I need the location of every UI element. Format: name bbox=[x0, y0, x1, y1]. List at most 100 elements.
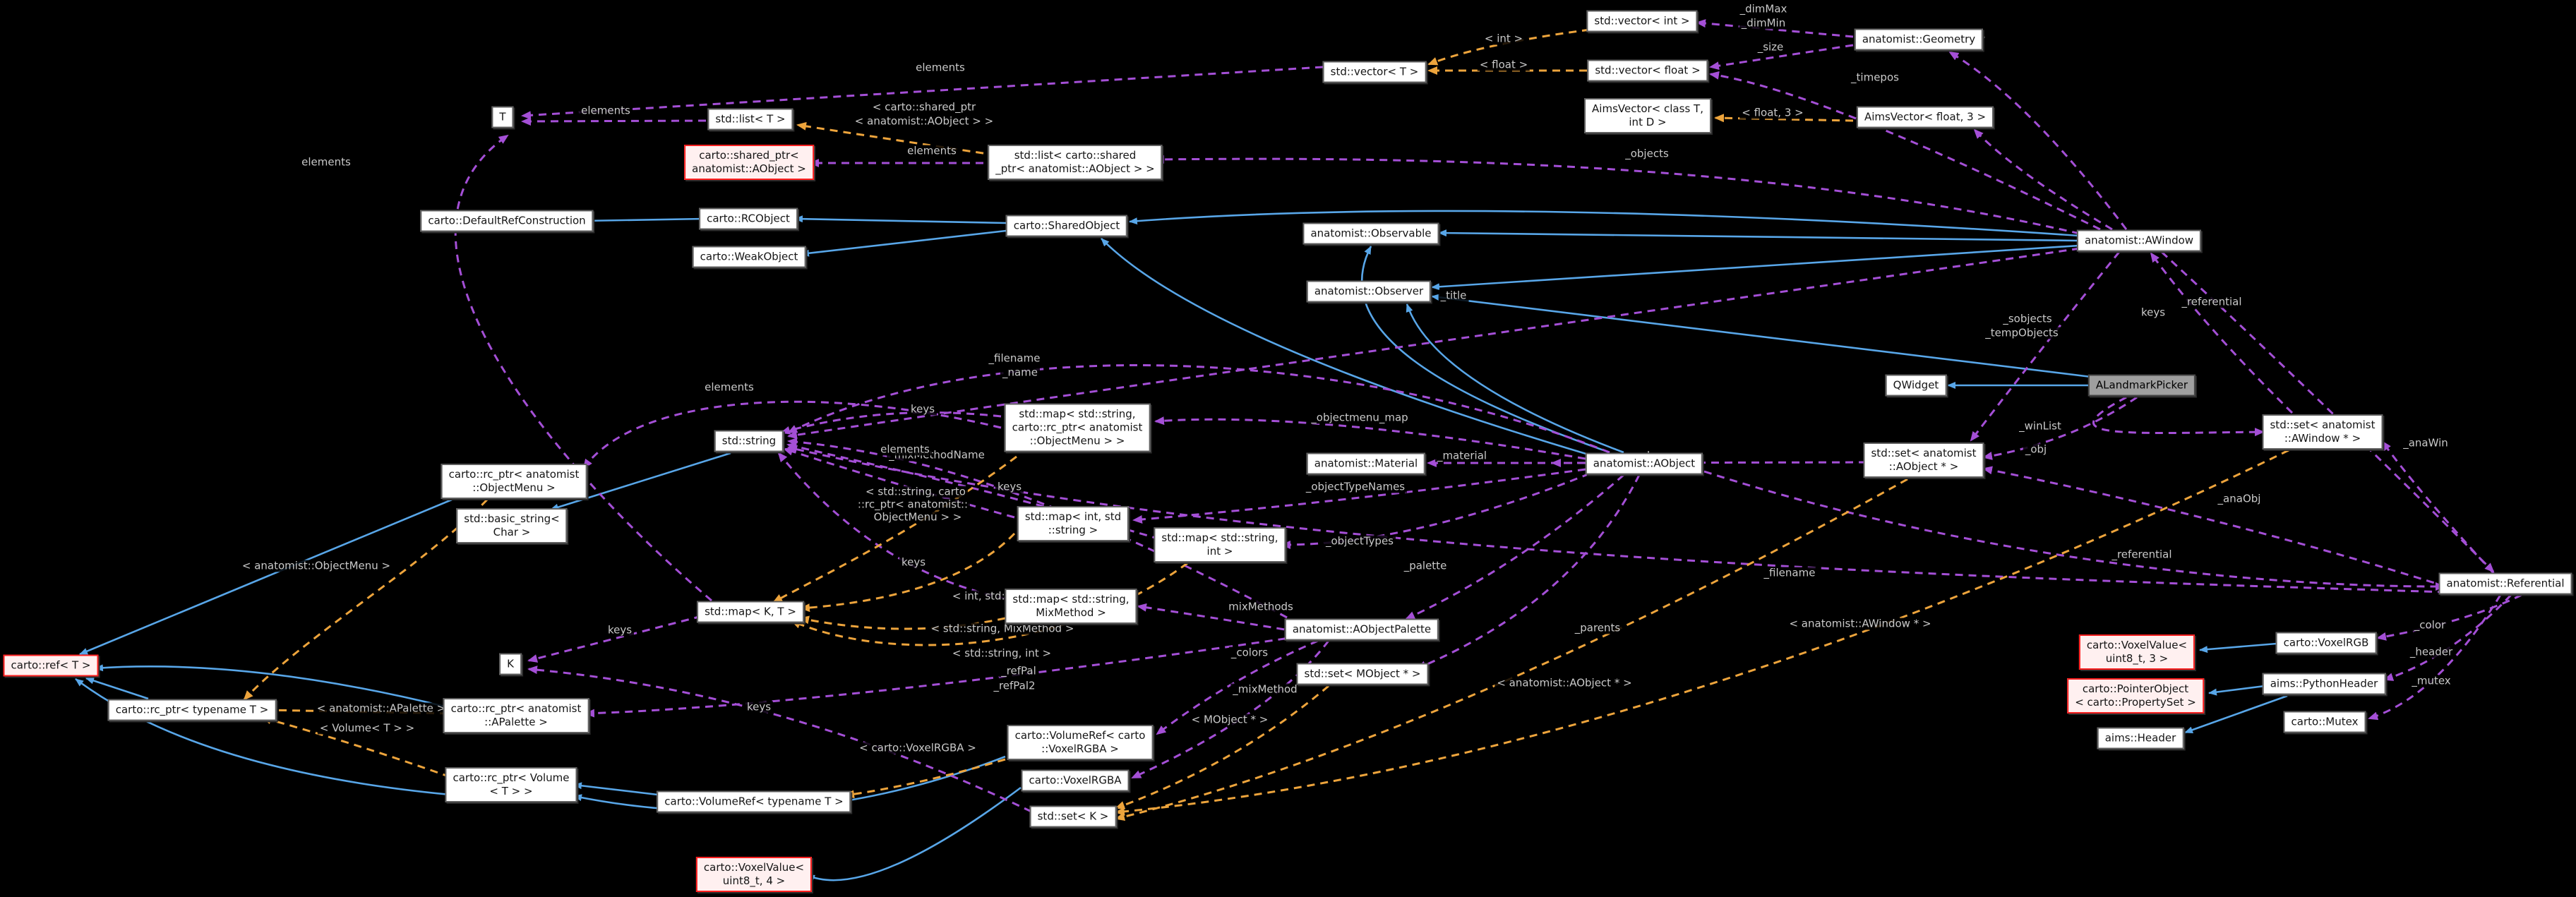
edge-label-awindow-vectorfloat-0: _timepos bbox=[1849, 71, 1901, 84]
edge-label-vectorint-vectort-0: < int > bbox=[1482, 32, 1526, 45]
node-t[interactable]: T bbox=[491, 106, 514, 128]
edge-mapis-string bbox=[783, 447, 1015, 519]
node-rc-ptr-volume-t[interactable]: carto::rc_ptr< Volume< T > > bbox=[445, 767, 577, 802]
node-std-string[interactable]: std::string bbox=[714, 430, 784, 452]
edge-awindow-vectorfloat bbox=[1709, 71, 2101, 231]
edge-label-aobject-palette-0: _palette bbox=[1401, 560, 1449, 572]
node-material[interactable]: anatomist::Material bbox=[1306, 452, 1426, 475]
edge-label-aimsfloat3-aimsclass-0: < float, 3 > bbox=[1739, 107, 1806, 119]
edge-label-aobject-mapso-0: _objectmenu_map bbox=[1309, 411, 1410, 424]
edge-label-awindow-listshared-0: _objects bbox=[1623, 148, 1671, 160]
edge-sharedobject-rcobject bbox=[794, 215, 1007, 224]
node-volumeref-typename-t[interactable]: carto::VolumeRef< typename T > bbox=[657, 790, 851, 813]
node-map-k-t[interactable]: std::map< K, T > bbox=[697, 601, 804, 623]
node-ref-t[interactable]: carto::ref< T > bbox=[3, 654, 99, 677]
node-alandmarkpicker[interactable]: ALandmarkPicker bbox=[2087, 374, 2196, 397]
node-pointerobject-propertyset[interactable]: carto::PointerObject< carto::PropertySet… bbox=[2067, 678, 2204, 714]
node-map-int-string-line-1: ::string > bbox=[1048, 524, 1098, 536]
edge-alandmark-observer bbox=[1431, 294, 2092, 378]
node-weakobject[interactable]: carto::WeakObject bbox=[692, 246, 806, 268]
edge-label-aobject-material-0: _material bbox=[1434, 450, 1490, 462]
node-volumeref-voxelrgba[interactable]: carto::VolumeRef< carto::VoxelRGBA > bbox=[1007, 725, 1154, 760]
node-map-string-int[interactable]: std::map< std::string,int > bbox=[1154, 527, 1286, 562]
edges-group bbox=[75, 19, 2522, 881]
edge-label-setawindow-setk-0: < anatomist::AWindow * > bbox=[1787, 618, 1934, 630]
edge-string-basicstring bbox=[550, 452, 731, 511]
edge-rcptrom-reft bbox=[79, 498, 453, 656]
node-set-awindow-line-1: ::AWindow * > bbox=[2284, 432, 2361, 445]
node-aimsvector-class-t-line-0: AimsVector< class T, bbox=[1592, 102, 1703, 115]
edge-label-geometry-vectorint-1: _dimMin bbox=[1739, 17, 1788, 30]
edge-mapsi-mapkt bbox=[791, 562, 1188, 646]
edge-setmobject-setk bbox=[1115, 685, 1329, 809]
node-vector-t[interactable]: std::vector< T > bbox=[1322, 61, 1427, 83]
node-map-int-string[interactable]: std::map< int, std::string > bbox=[1017, 506, 1130, 541]
node-map-string-objectmenu[interactable]: std::map< std::string,carto::rc_ptr< ana… bbox=[1004, 403, 1151, 452]
node-referential-line-0: anatomist::Referential bbox=[2446, 577, 2565, 590]
node-voxelrgba[interactable]: carto::VoxelRGBA bbox=[1021, 769, 1130, 792]
node-set-aobject[interactable]: std::set< anatomist::AObject * > bbox=[1863, 443, 1984, 478]
edge-label-palette-mapsm-0: mixMethods bbox=[1226, 601, 1295, 613]
node-list-shared-ptr-aobject[interactable]: std::list< carto::shared_ptr< anatomist:… bbox=[988, 145, 1163, 180]
node-default-ref-construction[interactable]: carto::DefaultRefConstruction bbox=[420, 210, 594, 232]
node-voxelvalue-uint8-3[interactable]: carto::VoxelValue<uint8_t, 3 > bbox=[2078, 634, 2195, 670]
node-aimsvector-float-3[interactable]: AimsVector< float, 3 > bbox=[1856, 106, 1994, 128]
edge-label-mapso-mapkt-0: < std::string, carto bbox=[863, 486, 968, 498]
node-voxelvalue-uint8-4-line-0: carto::VoxelValue< bbox=[703, 861, 805, 874]
edge-label-mapis-string-0: elements bbox=[878, 443, 932, 456]
node-voxelrgb-line-0: carto::VoxelRGB bbox=[2283, 636, 2369, 649]
edge-setaobject-setk bbox=[1115, 478, 1908, 821]
node-map-string-mixmethod-line-1: MixMethod > bbox=[1036, 606, 1106, 619]
node-volumeref-voxelrgba-line-1: ::VoxelRGBA > bbox=[1041, 742, 1119, 755]
node-rc-ptr-typename-t[interactable]: carto::rc_ptr< typename T > bbox=[107, 699, 277, 721]
node-map-string-objectmenu-line-0: std::map< std::string, bbox=[1019, 407, 1136, 421]
edge-label-awindow-referential-0: _referential bbox=[2179, 296, 2244, 308]
node-voxelvalue-uint8-4[interactable]: carto::VoxelValue<uint8_t, 4 > bbox=[695, 857, 813, 892]
node-sharedobject-line-0: carto::SharedObject bbox=[1013, 219, 1120, 232]
node-aims-header-line-0: aims::Header bbox=[2104, 731, 2176, 745]
edge-label-awindow-string-0: _title bbox=[1438, 289, 1469, 302]
node-awindow[interactable]: anatomist::AWindow bbox=[2076, 229, 2202, 252]
edge-label-alandmark-setaobject-0: _obj bbox=[2023, 443, 2049, 456]
node-set-mobject[interactable]: std::set< MObject * > bbox=[1296, 663, 1429, 685]
node-rc-ptr-volume-t-line-1: < T > > bbox=[489, 785, 533, 797]
node-vector-float[interactable]: std::vector< float > bbox=[1587, 59, 1708, 82]
node-set-k-line-0: std::set< K > bbox=[1037, 809, 1109, 823]
node-set-k[interactable]: std::set< K > bbox=[1029, 805, 1117, 828]
node-rc-ptr-objectmenu[interactable]: carto::rc_ptr< anatomist::ObjectMenu > bbox=[441, 464, 587, 499]
edge-awindow-setaobject bbox=[1970, 251, 2121, 442]
node-vector-int[interactable]: std::vector< int > bbox=[1586, 10, 1698, 32]
node-mutex[interactable]: carto::Mutex bbox=[2283, 711, 2366, 733]
node-map-string-mixmethod[interactable]: std::map< std::string,MixMethod > bbox=[1005, 589, 1137, 624]
node-referential[interactable]: anatomist::Referential bbox=[2438, 572, 2572, 595]
edge-label-mapsi-string-0: keys bbox=[995, 481, 1024, 493]
node-rcobject[interactable]: carto::RCObject bbox=[699, 207, 798, 230]
node-aims-header[interactable]: aims::Header bbox=[2097, 727, 2184, 749]
node-aimsvector-class-t[interactable]: AimsVector< class T,int D > bbox=[1584, 98, 1711, 133]
node-aobjectpalette[interactable]: anatomist::AObjectPalette bbox=[1284, 618, 1439, 641]
node-list-shared-ptr-aobject-line-1: _ptr< anatomist::AObject > > bbox=[995, 162, 1155, 175]
edge-mapkt-k bbox=[527, 615, 702, 663]
node-basic-string-char[interactable]: std::basic_string<Char > bbox=[456, 508, 568, 543]
edge-referential-setaobject bbox=[1982, 466, 2473, 596]
node-list-t[interactable]: std::list< T > bbox=[707, 108, 793, 131]
node-observer[interactable]: anatomist::Observer bbox=[1306, 280, 1432, 303]
edge-listshared-listt bbox=[796, 121, 998, 157]
edge-label-listshared-listt-1: < anatomist::AObject > > bbox=[852, 115, 996, 128]
node-sharedobject[interactable]: carto::SharedObject bbox=[1005, 215, 1128, 237]
edge-voxelrgba-vv4 bbox=[806, 786, 1022, 881]
node-observable[interactable]: anatomist::Observable bbox=[1302, 222, 1439, 245]
node-set-awindow[interactable]: std::set< anatomist::AWindow * > bbox=[2262, 414, 2383, 450]
node-map-string-int-line-0: std::map< std::string, bbox=[1161, 531, 1278, 544]
edge-mapso-string bbox=[780, 411, 1002, 435]
node-k[interactable]: K bbox=[499, 653, 522, 675]
node-geometry[interactable]: anatomist::Geometry bbox=[1854, 28, 1984, 51]
node-voxelrgb[interactable]: carto::VoxelRGB bbox=[2275, 632, 2377, 654]
node-aobject[interactable]: anatomist::AObject bbox=[1585, 452, 1703, 475]
node-geometry-line-0: anatomist::Geometry bbox=[1862, 32, 1976, 46]
node-default-ref-construction-line-0: carto::DefaultRefConstruction bbox=[428, 214, 586, 227]
node-pythonheader[interactable]: aims::PythonHeader bbox=[2262, 673, 2386, 695]
node-qwidget[interactable]: QWidget bbox=[1885, 374, 1947, 397]
node-rc-ptr-apalette[interactable]: carto::rc_ptr< anatomist::APalette > bbox=[443, 698, 589, 733]
node-shared-ptr-aobject[interactable]: carto::shared_ptr<anatomist::AObject > bbox=[684, 145, 814, 180]
